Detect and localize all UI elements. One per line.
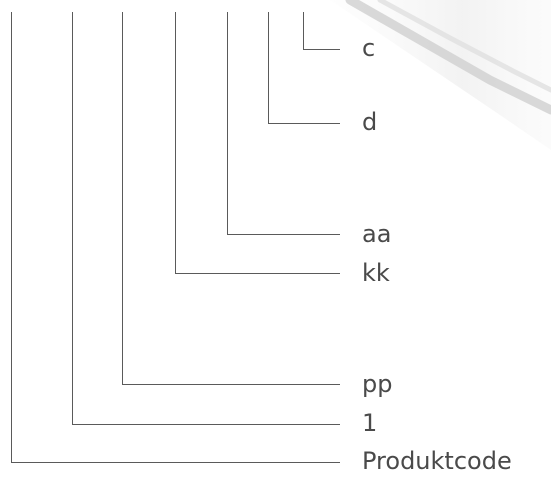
label-d: d	[362, 108, 378, 136]
leader-line-produktcode	[11, 12, 340, 463]
label-1: 1	[362, 409, 378, 437]
leader-lines	[11, 12, 340, 463]
leader-line-pp	[122, 12, 340, 385]
leader-line-d	[268, 12, 340, 124]
leader-line-kk	[175, 12, 340, 274]
leader-line-c	[303, 12, 340, 50]
label-kk: kk	[362, 259, 390, 287]
label-aa: aa	[362, 220, 392, 248]
label-c: c	[362, 34, 376, 62]
decorative-swoosh	[330, 0, 551, 150]
label-pp: pp	[362, 370, 393, 398]
leader-line-aa	[227, 12, 340, 235]
label-produktcode: Produktcode	[362, 447, 512, 475]
leader-line-1	[72, 12, 340, 425]
